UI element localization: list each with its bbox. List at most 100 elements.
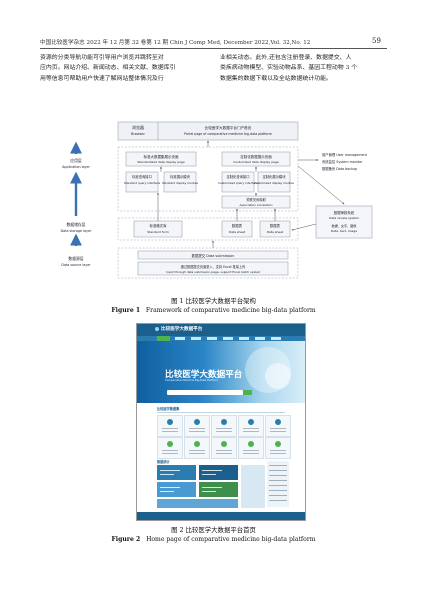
cust-display-box [257, 171, 291, 193]
std-page-label-en: Standardized data display page [137, 160, 185, 164]
figure2-caption-en: Figure 2 Home page of comparative medici… [0, 536, 427, 543]
association-label-en: Association correlation [240, 203, 273, 207]
std-page-label: 标准大数据集展示页面 [144, 154, 179, 159]
figure1-caption-text: Framework of comparative medicine big-da… [145, 307, 316, 314]
architecture-diagram-svg: 浏览器 Browser 比较医学大数据平台门户首页 Portal page of… [61, 121, 373, 279]
body-line: 类疾病动物模型、实验动物品系、基因工程动物 3 个 [220, 65, 358, 72]
data-sheet-label: 数据表 [270, 223, 281, 228]
site-logo-icon [155, 326, 159, 331]
source-layer-label-en: Data source layer [61, 263, 91, 267]
figure2-caption-label: Figure 2 [111, 536, 141, 543]
browser-row [117, 121, 299, 141]
site-topbar [137, 324, 305, 336]
submission-detail-label: 通过数据提交页面录入、支持 Excel 批量上传 [181, 264, 246, 269]
source-layer-label: 数据源层 [68, 256, 83, 261]
review-items-label: 数据、文字、图像 [332, 223, 357, 228]
nav-item [207, 337, 217, 340]
std-store-label-en: Standard form [147, 230, 169, 234]
stat-tile [157, 465, 196, 480]
body-line: 资源的分类导航功能可引导用户浏览并跳转至对 [40, 55, 164, 61]
dataset-card [157, 437, 183, 459]
std-page-box [125, 151, 197, 167]
dataset-icon [275, 441, 281, 447]
cust-page-box [221, 151, 291, 167]
dataset-icon [194, 441, 200, 447]
stat-tile [199, 482, 238, 497]
banner-title: 比较医学大数据平台 [165, 370, 243, 380]
storage-layer-label-en: Data storage layer [61, 229, 92, 233]
browser-label: 浏览器 [132, 124, 144, 130]
banner-subtitle: Comparative Medicine Big-Data Platform [165, 379, 218, 382]
app-layer-label: 应用层 [70, 158, 82, 163]
submission-detail-box [137, 261, 289, 276]
nav-item [255, 337, 265, 340]
storage-layer-frame [117, 217, 299, 241]
banner-decoration [265, 363, 291, 389]
portal-label: 比较医学大数据平台门户首页 [205, 125, 252, 130]
dataset-icon [167, 419, 173, 425]
app-layer-label-en: Application layer [62, 165, 90, 169]
stat-tile [241, 465, 265, 508]
figure1-caption-label: Figure 1 [111, 307, 141, 314]
dataset-card [184, 437, 210, 459]
dataset-card [157, 415, 183, 437]
site-footer [137, 512, 305, 520]
cust-query-box [221, 171, 255, 193]
nav-item [175, 337, 185, 340]
body-line: 应内页。网站介绍、新闻动态、相关文献、数据库引 [40, 65, 176, 72]
cust-page-label-en: Customized data display page [233, 160, 279, 164]
body-column-right: 业相关动态。此外,还包含注册登录、数据提交、人 类疾病动物模型、实验动物品系、基… [220, 53, 390, 84]
body-line: 用等信息可帮助用户快速了解网站整体情况及行 [40, 75, 164, 82]
dataset-icon [248, 441, 254, 447]
dataset-icon [194, 419, 200, 425]
dataset-card [211, 415, 237, 437]
dataset-card [211, 437, 237, 459]
stat-tile [199, 465, 238, 480]
figure2-caption-text: Home page of comparative medicine big-da… [146, 536, 316, 543]
nav-item [239, 337, 249, 340]
browser-label-en: Browser [131, 132, 145, 136]
cust-page-label: 定制化数据展示页面 [240, 154, 272, 159]
dataset-card [184, 415, 210, 437]
cust-query-label-en: Customized query interface [218, 181, 258, 185]
nav-item [223, 337, 233, 340]
figure1-caption-zh: 图 1 比较医学大数据平台架构 [171, 297, 256, 305]
dataset-icon [221, 419, 227, 425]
cust-display-label: 定制化展示模块 [262, 174, 286, 179]
figure1-caption-en: Figure 1 Framework of comparative medici… [0, 307, 427, 314]
dataset-card [265, 437, 291, 459]
header-rule [40, 48, 387, 49]
std-query-label-en: Standard query interface [124, 181, 160, 185]
body-line: 业相关动态。此外,还包含注册登录、数据提交、人 [220, 55, 352, 61]
dataset-icon [275, 419, 281, 425]
std-store-label: 标准格式库 [150, 223, 168, 228]
std-display-label: 标准展示模块 [170, 174, 190, 179]
figure2-caption-zh: 图 2 比较医学大数据平台首页 [171, 526, 256, 534]
review-system-label-en: Data review system [329, 216, 359, 220]
submission-detail-label-en: Input through data submission page, supp… [166, 270, 260, 274]
dataset-icon [167, 441, 173, 447]
dataset-icon [221, 441, 227, 447]
news-panel [267, 461, 289, 507]
system-monitor-label: 系统监控 System monitor [322, 159, 363, 164]
architecture-diagram: 浏览器 Browser 比较医学大数据平台门户首页 Portal page of… [40, 120, 388, 285]
dataset-card [238, 415, 264, 437]
homepage-screenshot: 比较医学大数据平台 比较医学大数据平台 Comparative Medicine… [136, 323, 306, 521]
section-heading: 比较医学数据集 [157, 407, 180, 411]
submission-label: 数据提交 Data submission [192, 253, 235, 258]
data-sheet-label: 数据表 [232, 223, 243, 228]
nav-item [191, 337, 201, 340]
site-search-input [167, 390, 243, 395]
stat-tile [157, 482, 196, 497]
site-search-button [243, 390, 252, 395]
section-divider [157, 412, 285, 413]
stat-tile [157, 499, 238, 508]
user-mgmt-label: 用户管理 User management [322, 152, 368, 157]
review-system-box [315, 205, 373, 239]
body-line: 数据集的数据下载以及全站数据统计功能。 [220, 75, 332, 82]
data-sheet-label-en: Data sheet [229, 230, 246, 234]
review-system-label: 数据审核系统 [334, 210, 355, 215]
dataset-card [265, 415, 291, 437]
cust-display-label-en: Customized display module [254, 181, 294, 185]
data-sheet-label-en: Data sheet [267, 230, 284, 234]
